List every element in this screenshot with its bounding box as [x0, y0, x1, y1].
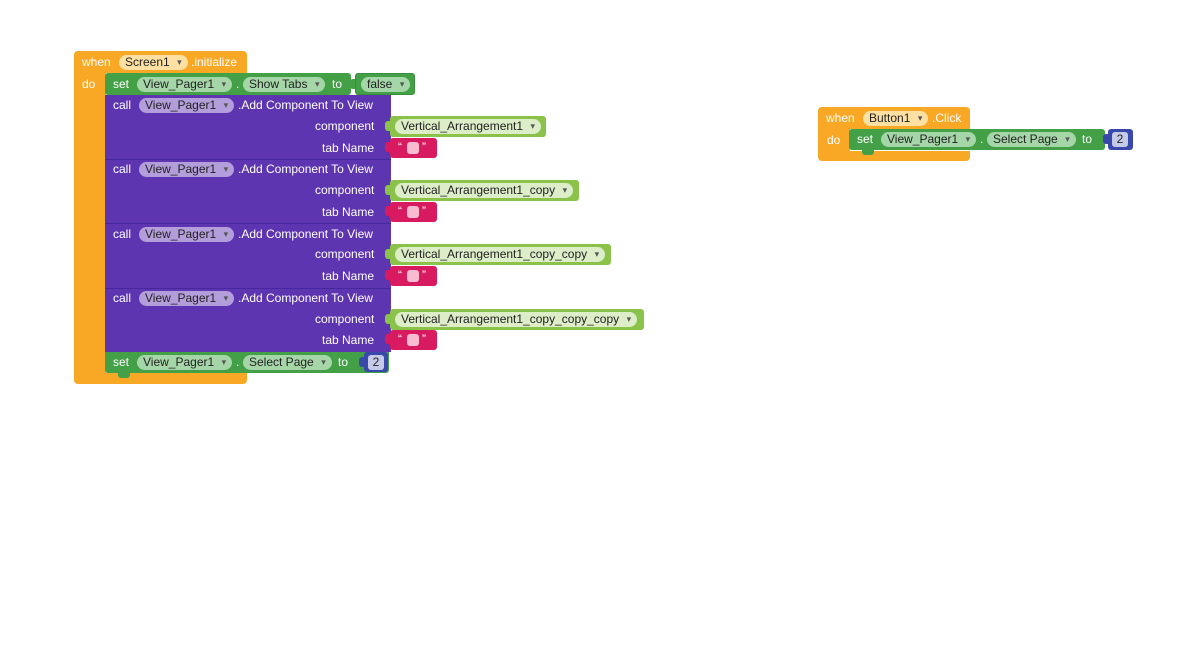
set-keyword: set: [113, 77, 130, 91]
component-param-label: component: [315, 312, 375, 326]
do-keyword: do: [827, 133, 841, 147]
set-keyword: set: [857, 132, 874, 146]
add-component-method-name: .Add Component To View: [238, 227, 373, 241]
vertical-arrangement-dropdown[interactable]: Vertical_Arrangement1_copy: [395, 183, 574, 198]
to-keyword: to: [1082, 132, 1093, 146]
dot-separator: .: [236, 355, 240, 369]
vertical-arrangement-dropdown[interactable]: Vertical_Arrangement1_copy_copy_copy: [395, 312, 638, 327]
event-footer: [74, 373, 247, 384]
do-keyword: do: [82, 77, 96, 91]
view-pager-dropdown[interactable]: View_Pager1: [139, 162, 235, 177]
view-pager-dropdown[interactable]: View_Pager1: [881, 132, 977, 147]
number-value[interactable]: 2: [368, 355, 384, 370]
add-component-method-name: .Add Component To View: [238, 291, 373, 305]
event-body-arm: [818, 129, 850, 153]
set-keyword: set: [113, 355, 130, 369]
view-pager-dropdown[interactable]: View_Pager1: [137, 355, 233, 370]
click-event-name: .Click: [932, 111, 962, 125]
view-pager-dropdown[interactable]: View_Pager1: [139, 227, 235, 242]
to-keyword: to: [338, 355, 349, 369]
block-notch: [862, 150, 874, 155]
tab-name-param-label: tab Name: [322, 333, 375, 347]
component-param-label: component: [315, 119, 375, 133]
when-keyword: when: [82, 55, 111, 69]
when-keyword: when: [826, 111, 855, 125]
component-param-label: component: [315, 247, 375, 261]
text-value-field[interactable]: [407, 270, 419, 282]
open-quote: “: [398, 268, 402, 282]
call-keyword: call: [113, 227, 132, 241]
text-socket-plug: [385, 334, 390, 344]
component-socket-plug: [385, 249, 390, 259]
tab-name-param-label: tab Name: [322, 205, 375, 219]
select-page-property-dropdown[interactable]: Select Page: [987, 132, 1076, 147]
open-quote: “: [398, 204, 402, 218]
call-keyword: call: [113, 291, 132, 305]
to-keyword: to: [332, 77, 343, 91]
event-footer: [818, 151, 970, 161]
close-quote: ”: [422, 268, 426, 282]
vertical-arrangement-dropdown[interactable]: Vertical_Arrangement1: [395, 119, 542, 134]
text-value-field[interactable]: [407, 334, 419, 346]
call-keyword: call: [113, 98, 132, 112]
block-notch: [118, 373, 130, 378]
open-quote: “: [398, 140, 402, 154]
call-keyword: call: [113, 162, 132, 176]
text-value-field[interactable]: [407, 206, 419, 218]
false-dropdown[interactable]: false: [361, 77, 411, 92]
add-component-method-name: .Add Component To View: [238, 162, 373, 176]
false-block-plug: [350, 79, 355, 89]
open-quote: “: [398, 332, 402, 346]
screen1-dropdown[interactable]: Screen1: [119, 55, 188, 70]
view-pager-dropdown[interactable]: View_Pager1: [139, 291, 235, 306]
view-pager-dropdown[interactable]: View_Pager1: [137, 77, 233, 92]
initialize-event-name: .initialize: [191, 55, 238, 69]
text-socket-plug: [385, 270, 390, 280]
number-socket-plug: [1103, 134, 1108, 144]
show-tabs-property-dropdown[interactable]: Show Tabs: [243, 77, 326, 92]
vertical-arrangement-dropdown[interactable]: Vertical_Arrangement1_copy_copy: [395, 247, 606, 262]
tab-name-param-label: tab Name: [322, 269, 375, 283]
text-socket-plug: [385, 206, 390, 216]
dot-separator: .: [980, 132, 984, 146]
number-value[interactable]: 2: [1112, 132, 1128, 147]
event-body-arm: [74, 73, 106, 377]
component-socket-plug: [385, 185, 390, 195]
number-socket-plug: [359, 357, 364, 367]
text-value-field[interactable]: [407, 142, 419, 154]
close-quote: ”: [422, 204, 426, 218]
view-pager-dropdown[interactable]: View_Pager1: [139, 98, 235, 113]
component-socket-plug: [385, 121, 390, 131]
component-socket-plug: [385, 314, 390, 324]
close-quote: ”: [422, 332, 426, 346]
text-socket-plug: [385, 142, 390, 152]
tab-name-param-label: tab Name: [322, 141, 375, 155]
component-param-label: component: [315, 183, 375, 197]
dot-separator: .: [236, 77, 240, 91]
add-component-method-name: .Add Component To View: [238, 98, 373, 112]
button1-dropdown[interactable]: Button1: [863, 111, 929, 126]
close-quote: ”: [422, 140, 426, 154]
select-page-property-dropdown[interactable]: Select Page: [243, 355, 332, 370]
